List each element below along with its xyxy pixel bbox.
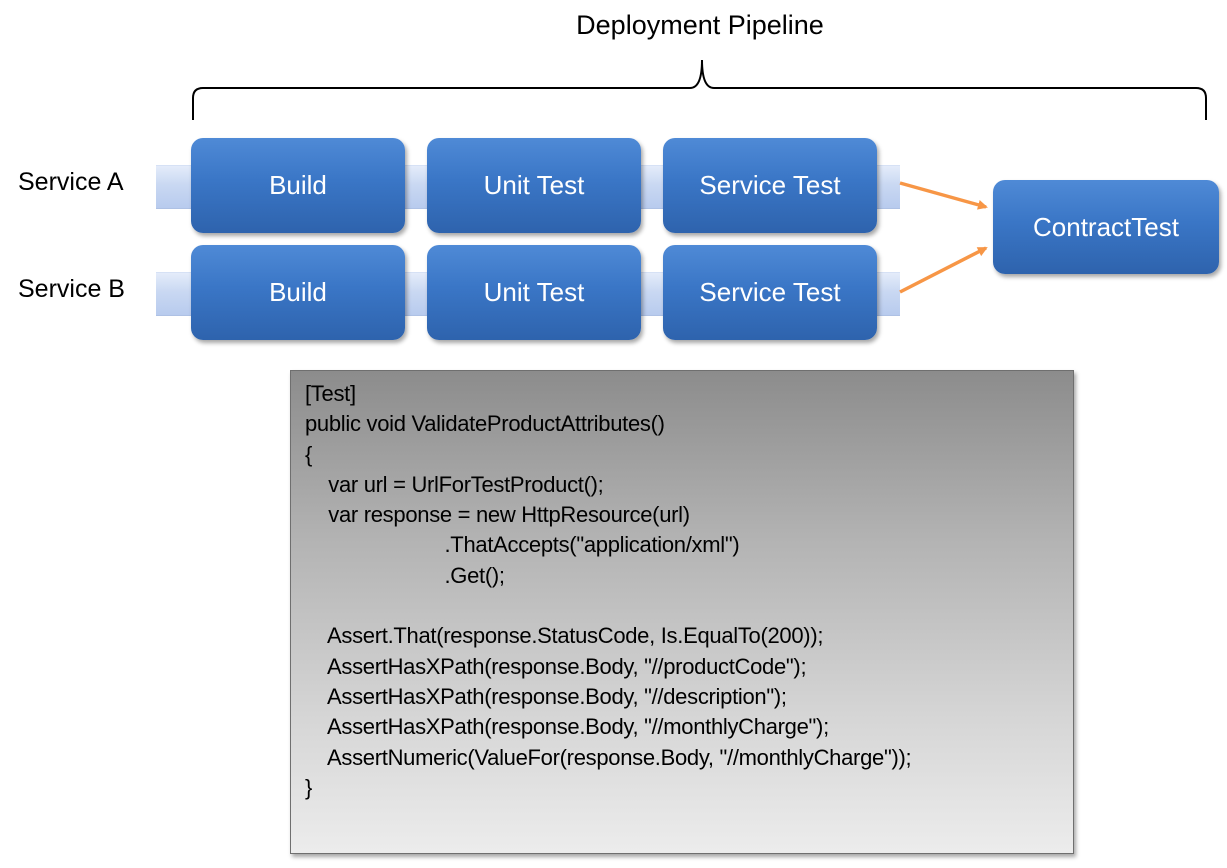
code-line: } [305, 774, 313, 800]
arrow-service-b [899, 246, 988, 294]
stage-build-service-b: Build [191, 245, 405, 340]
diagram-title: Deployment Pipeline [576, 10, 824, 40]
code-line: .Get(); [305, 562, 505, 588]
row-label-service-b: Service B [18, 275, 125, 303]
row-label-service-a: Service A [18, 168, 124, 196]
code-line: Assert.That(response.StatusCode, Is.Equa… [305, 623, 824, 649]
code-snippet: [Test] public void ValidateProductAttrib… [290, 370, 1074, 854]
code-line: AssertHasXPath(response.Body, "//descrip… [305, 683, 787, 709]
stage-contract-test: ContractTest [993, 180, 1219, 274]
merge-arrows [899, 181, 988, 294]
code-line: .ThatAccepts("application/xml") [305, 532, 740, 558]
code-line: AssertNumeric(ValueFor(response.Body, "/… [305, 744, 912, 770]
stage-unit-test-service-b: Unit Test [427, 245, 641, 340]
arrow-service-a [899, 181, 988, 210]
code-line: public void ValidateProductAttributes() [305, 411, 665, 437]
stage-unit-test-service-a: Unit Test [427, 138, 641, 233]
stage-build-service-a: Build [191, 138, 405, 233]
code-line: var response = new HttpResource(url) [305, 502, 690, 528]
code-line [305, 591, 1073, 621]
code-line: AssertHasXPath(response.Body, "//monthly… [305, 714, 829, 740]
stage-service-test-service-a: Service Test [663, 138, 877, 233]
code-line: var url = UrlForTestProduct(); [305, 471, 604, 497]
code-line: AssertHasXPath(response.Body, "//product… [305, 653, 807, 679]
code-line: { [305, 441, 313, 467]
code-line: [Test] [305, 381, 356, 406]
stage-service-test-service-b: Service Test [663, 245, 877, 340]
pipeline-brace [192, 59, 1207, 120]
